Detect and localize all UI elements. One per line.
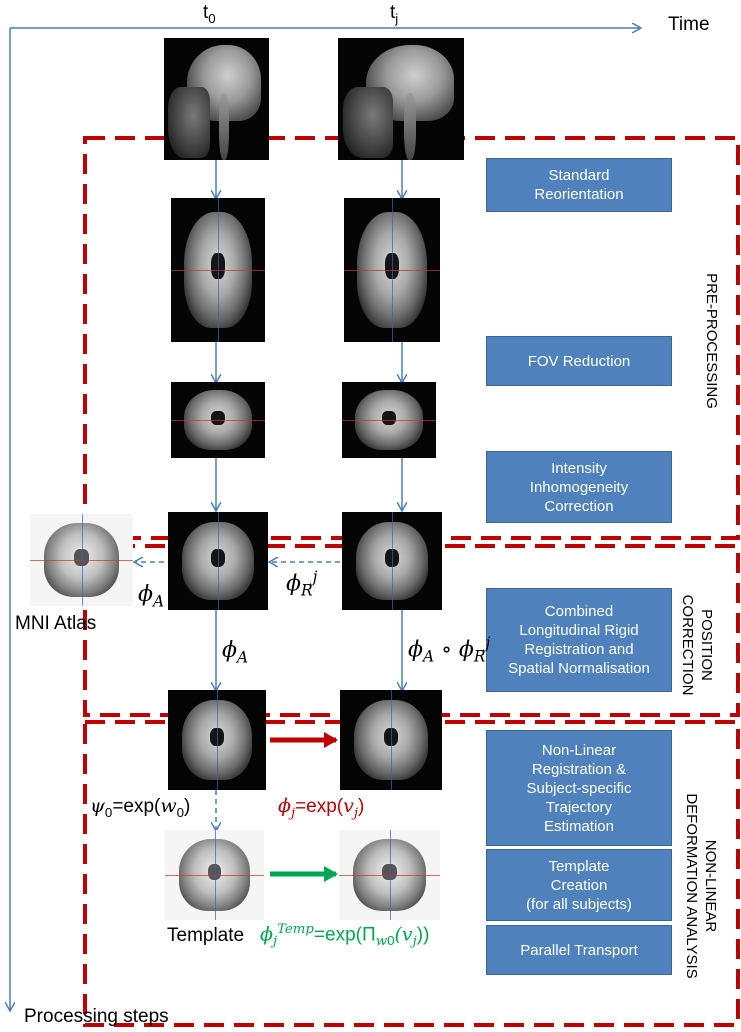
template-label: Template [167,925,245,946]
step-combined-registration: Combined Longitudinal Rigid Registration… [486,588,672,692]
processing-steps-label: Processing steps [24,1006,169,1027]
template-image-tj [339,830,440,920]
mri-registered-t0 [168,690,266,790]
mni-atlas-label: MNI Atlas [15,613,97,634]
phij-temp-formula: ϕjTemp=exp(Πw0(vj)) [260,922,430,950]
mri-fov-tj [342,382,436,458]
step-intensity-correction: Intensity Inhomogeneity Correction [486,451,672,523]
step-standard-reorientation: Standard Reorientation [486,158,672,212]
phi-a-label: ϕA [222,638,249,667]
mni-atlas-image [30,514,133,606]
mri-intensity-t0 [168,512,268,610]
mri-coronal-tj [344,198,440,342]
t0-label: t0 [203,2,216,26]
step-fov-reduction: FOV Reduction [486,336,672,386]
step-template-creation: Template Creation (for all subjects) [486,849,672,921]
mri-sagittal-t0 [164,38,269,160]
phij-formula: ϕj=exp(vj) [278,795,365,821]
phi-r-j-label: ϕRj [286,568,318,600]
phi-a-atlas-label: ϕA [138,582,165,611]
section-label-preprocessing: PRE-PROCESSING [703,273,720,409]
mri-intensity-tj [342,512,442,610]
step-nonlinear-registration: Non-Linear Registration & Subject-specif… [486,730,672,846]
mri-fov-t0 [171,382,265,458]
psi0-formula: ψ0=exp(w0) [90,795,191,820]
preprocessing-section [83,136,740,540]
phi-a-compose-phi-r-label: ϕA ∘ ϕRj [408,634,491,666]
tj-label: tj [390,2,399,26]
section-label-nonlinear: NON-LINEAR DEFORMATION ANALYSIS [683,793,719,979]
step-parallel-transport: Parallel Transport [486,925,672,975]
section-label-position-correction: POSITION CORRECTION [679,594,715,696]
mri-coronal-t0 [171,198,265,342]
time-label: Time [668,14,710,35]
template-image-t0 [165,830,264,920]
mri-sagittal-tj [338,38,464,160]
mri-registered-tj [340,690,442,790]
